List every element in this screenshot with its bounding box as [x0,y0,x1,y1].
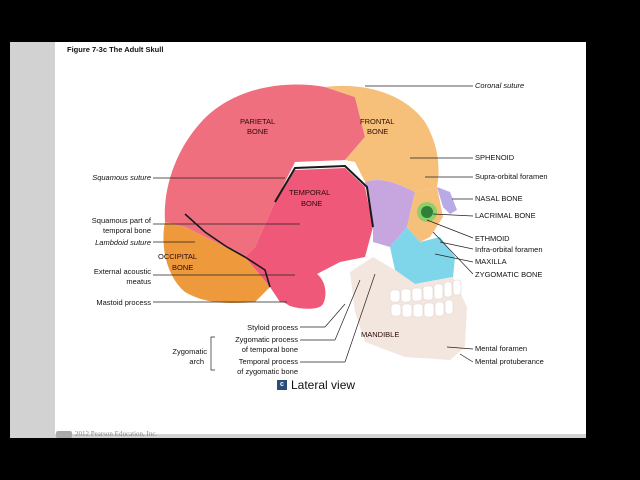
sphenoid-label: SPHENOID [475,153,515,162]
lambdoid-suture-label: Lambdoid suture [95,238,151,247]
frontal-bone [325,85,439,192]
occipital-label-2: BONE [172,263,193,272]
temporal-bone [245,168,373,304]
nasal-bone [437,187,457,214]
styloid-process-label: Styloid process [247,323,298,332]
temporal-process-label-1: Temporal process [239,357,298,366]
view-badge: c [277,380,287,390]
parietal-label-1: PARIETAL [240,117,275,126]
copyright-text: 2012 Pearson Education, Inc. [75,430,158,438]
squamous-part-label-1: Squamous part of [92,216,152,225]
nasal-bone-label: NASAL BONE [475,194,523,203]
zygomatic-arch-label-2: arch [189,357,204,366]
mastoid-process-label: Mastoid process [96,298,151,307]
supra-orbital-foramen-label: Supra-orbital foramen [475,172,548,181]
mandible-label: MANDIBLE [361,330,399,339]
teeth [389,279,462,318]
orbit [421,206,433,218]
squamous-suture-line [274,164,374,228]
squamous-part-label-2: temporal bone [103,226,151,235]
mental-protuberance-label: Mental protuberance [475,357,544,366]
zygomatic-bone-label: ZYGOMATIC BONE [475,270,542,279]
frontal-label-1: FRONTAL [360,117,394,126]
infra-orbital-foramen-label: Infra-orbital foramen [475,245,543,254]
zygomatic-process-label-2: of temporal bone [242,345,298,354]
slide: PARIETAL BONE FRONTAL BONE TEMPORAL BONE… [55,42,586,434]
view-caption-text: Lateral view [291,378,356,392]
lacrimal-bone-label: LACRIMAL BONE [475,211,536,220]
temporal-label-1: TEMPORAL [289,188,330,197]
maxilla-bone [390,227,455,284]
parietal-label-2: BONE [247,127,268,136]
coronal-suture-label: Coronal suture [475,81,524,90]
temporal-process-label-2: of zygomatic bone [237,367,298,376]
zygomatic-arch-label-1: Zygomatic [172,347,207,356]
external-acoustic-label-2: meatus [126,277,151,286]
external-acoustic-label-1: External acoustic [94,267,151,276]
squamous-suture-label: Squamous suture [92,173,151,182]
occipital-label-1: OCCIPITAL [158,252,197,261]
view-caption: c Lateral view [277,378,355,392]
zygomatic-process-label-1: Zygomatic process [235,335,298,344]
maxilla-label: MAXILLA [475,257,507,266]
mastoid-process [280,274,326,309]
copyright-icon [56,430,72,438]
skull-diagram: PARIETAL BONE FRONTAL BONE TEMPORAL BONE… [92,81,548,376]
copyright: 2012 Pearson Education, Inc. [56,430,157,438]
ethmoid-label: ETHMOID [475,234,510,243]
figure-title: Figure 7-3c The Adult Skull [67,45,164,54]
lambdoid-suture-line [184,213,271,288]
sphenoid-bone [365,180,415,247]
parietal-bone [164,84,365,257]
temporal-label-2: BONE [301,199,322,208]
mental-foramen-label: Mental foramen [475,344,527,353]
frontal-label-2: BONE [367,127,388,136]
